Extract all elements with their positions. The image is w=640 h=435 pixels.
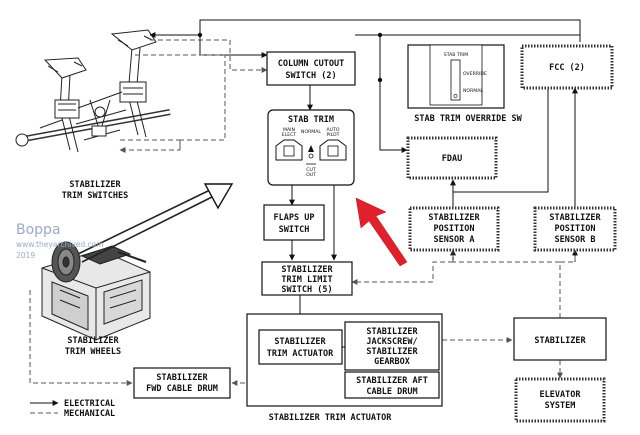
override-panel-normal: NORMAL [463,88,483,94]
trim-actuator-line2: TRIM ACTUATOR [267,349,334,359]
fcc-label: FCC (2) [549,63,585,73]
sensor-b-line3: SENSOR B [555,235,596,245]
sensor-a-line3: SENSOR A [434,235,475,245]
aft-drum-line2: CABLE DRUM [366,387,417,397]
override-switch-label: STAB TRIM OVERRIDE SW [414,114,522,124]
override-panel-override: OVERRIDE [463,71,487,77]
stab-trim-label-normal: NORMAL [301,129,321,135]
flaps-up-line1: FLAPS UP [274,213,315,223]
stabilizer-box: STABILIZER [513,317,607,361]
trim-switches-label-line1: STABILIZER [69,180,121,190]
flaps-up-line2: SWITCH [279,225,310,235]
column-cutout-line2: SWITCH (2) [285,71,336,81]
trim-actuator-group-label: STABILIZER TRIM ACTUATOR [269,413,393,423]
stab-trim-label-cut: CUT [306,167,316,173]
jackscrew-line1: STABILIZER [366,327,418,337]
trim-limit-switch-box: STABILIZER TRIM LIMIT SWITCH (5) [261,261,353,296]
sensor-a-line2: POSITION [434,224,475,234]
elevator-line2: SYSTEM [545,401,576,411]
position-sensor-a-box: STABILIZER POSITION SENSOR A [408,206,500,252]
sensor-b-line2: POSITION [555,224,596,234]
stabilizer-label: STABILIZER [534,336,586,346]
stab-trim-module-title: STAB TRIM [288,115,334,125]
stab-trim-label-elect: ELECT [282,132,297,138]
fcc-box: FCC (2) [520,44,614,90]
stab-trim-label-pilot: PILOT [327,132,340,138]
fdau-label: FDAU [442,154,462,164]
trim-wheels-illustration [41,183,234,341]
stab-trim-label-auto: AUTO [327,127,340,133]
red-highlight-arrow [355,197,408,267]
flaps-up-switch-box: FLAPS UP SWITCH [263,204,325,241]
jackscrew-line2: JACKSCREW/ [366,337,417,347]
legend-electrical: ELECTRICAL [64,399,115,409]
watermark-name: Boppa [16,222,61,238]
jackscrew-line4: GEARBOX [374,357,410,367]
trim-switches-label-line2: TRIM SWITCHES [62,191,129,201]
fwd-drum-line1: STABILIZER [156,373,208,383]
sensor-a-line1: STABILIZER [428,213,480,223]
column-cutout-line1: COLUMN CUTOUT [278,59,345,69]
fwd-drum-line2: FWD CABLE DRUM [146,384,218,394]
elevator-system-box: ELEVATOR SYSTEM [514,377,606,423]
watermark-year: 2019 [16,251,35,260]
column-cutout-switch-box: COLUMN CUTOUT SWITCH (2) [266,51,356,86]
position-sensor-b-box: STABILIZER POSITION SENSOR B [533,206,617,252]
aft-drum-line1: STABILIZER AFT [356,376,428,386]
trim-limit-line1: STABILIZER [281,265,333,275]
fwd-cable-drum-box: STABILIZER FWD CABLE DRUM [133,367,231,399]
override-panel-title: STAB TRIM [444,52,468,58]
fdau-box: FDAU [406,136,498,180]
legend-mechanical: MECHANICAL [64,409,115,419]
trim-wheels-label-line1: STABILIZER [67,336,119,346]
stabilizer-trim-actuator-group: STABILIZER TRIM ACTUATOR STABILIZER JACK… [246,313,443,423]
stab-trim-label-out: OUT [306,172,316,178]
sensor-b-line1: STABILIZER [549,213,601,223]
elevator-line1: ELEVATOR [540,390,582,400]
trim-wheels-label-line2: TRIM WHEELS [65,347,121,357]
trim-limit-line3: SWITCH (5) [281,285,332,295]
trim-limit-line2: TRIM LIMIT [281,275,332,285]
watermark-site: www.theyarchived.com [16,240,104,249]
jackscrew-line3: STABILIZER [366,347,418,357]
stab-trim-module: STAB TRIM MAIN ELECT NORMAL AUTO PILOT C… [267,109,355,186]
stab-trim-override-switch: STAB TRIM OVERRIDE NORMAL STAB TRIM OVER… [407,44,523,124]
trim-actuator-line1: STABILIZER [274,337,326,347]
stab-trim-label-main: MAIN [283,127,295,133]
trim-switches-illustration [15,29,171,153]
